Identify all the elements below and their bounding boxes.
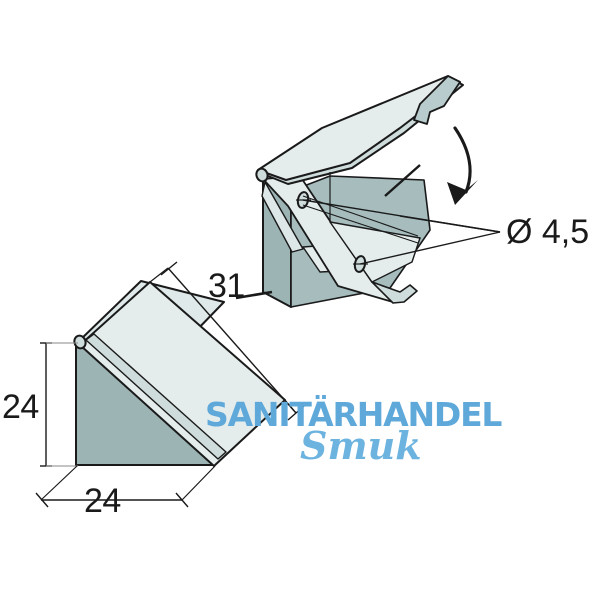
open-body-inner-rim-left	[261, 181, 304, 253]
watermark: SANITÄRHANDEL Smuk	[205, 394, 504, 468]
open-view-assembly	[255, 75, 478, 308]
closed-view-assembly	[73, 280, 286, 467]
hole-diameter-label: Ø 4,5	[506, 213, 589, 251]
hinge-knuckle-icon	[255, 167, 269, 183]
closed-hinge-knuckle-icon	[73, 334, 87, 350]
construction-line-upper-2	[302, 204, 419, 244]
watermark-line-1: SANITÄRHANDEL	[205, 394, 502, 434]
dimension-depth-label: 24	[84, 482, 121, 520]
dimension-height: 24	[2, 342, 78, 467]
hole-diameter-callout: Ø 4,5	[506, 213, 589, 251]
hole-diameter-leaders	[302, 199, 501, 265]
open-body-lower-notch	[371, 281, 418, 304]
closed-body-lid-seam	[85, 333, 227, 460]
watermark-line-2: Smuk	[300, 423, 422, 468]
dimension-height-label: 24	[2, 388, 39, 426]
dimension-width: 31	[149, 261, 305, 421]
closing-direction-arrow	[447, 126, 478, 205]
dimension-depth: 24	[35, 465, 216, 520]
interior-pointer-line	[384, 164, 421, 197]
dimension-width-label: 31	[208, 267, 245, 305]
cover-lid-tab	[413, 75, 461, 125]
